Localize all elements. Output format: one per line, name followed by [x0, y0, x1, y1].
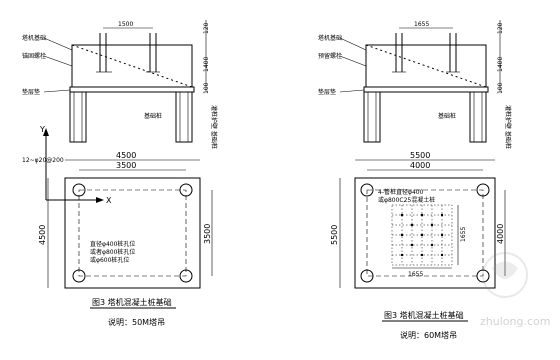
left-plan-outline [64, 177, 201, 289]
right-elev-label-right-note: 灌桩护壁 基础桩 [504, 105, 512, 149]
right-elev-top-dim: 1655 [414, 21, 429, 28]
right-elev-label-tower: 塔机基础 [318, 34, 342, 42]
right-plan-dim-outer-top: 5500 [410, 151, 430, 160]
right-pile-hole-tl [360, 183, 374, 197]
left-pile-right [175, 91, 193, 143]
right-caption: 说明：60M塔吊 [400, 330, 457, 340]
right-pile-left [363, 91, 381, 143]
left-elev-label-anchor: 锚固螺栓 [22, 52, 46, 60]
right-plan-dim-diag: 1655 [460, 227, 467, 242]
right-elev-label-cushion: 垫层垫 [318, 88, 336, 96]
right-plan-note-2: 或φ800C25混凝土桩 [378, 196, 435, 204]
watermark-logo: zhulong.com [480, 252, 550, 328]
right-plan-outline [354, 177, 496, 289]
right-plan-note-1: 4-管桩直径φ400 [378, 188, 424, 196]
right-plan-dim-outer-left: 5500 [330, 225, 339, 245]
left-plan-dim-outer-left: 4500 [38, 225, 47, 245]
watermark-text: zhulong.com [480, 315, 550, 328]
right-plan-bolt-grid [391, 204, 453, 266]
left-plan-dim-outer-top: 4500 [116, 151, 136, 160]
left-plan-note-1: 直径φ400桩孔位 [90, 240, 135, 248]
x-axis-arrow-icon [96, 197, 104, 203]
left-pile-left [69, 91, 87, 143]
right-plan-dim-bottom-inner: 1655 [408, 271, 423, 278]
right-plan-dim-inner-right: 4000 [496, 224, 505, 244]
left-elev-label-pile: 基础桩 [144, 112, 162, 120]
left-plan-note-2: 或者φ800桩孔位 [90, 248, 135, 256]
right-cushion-layer [363, 86, 489, 93]
left-elev-label-tower: 塔机基础 [22, 34, 46, 42]
right-elev-label-anchor: 预留螺栓 [318, 52, 342, 60]
left-elev-label-cushion: 垫层垫 [22, 88, 40, 96]
right-elevation-view: 1655 120 1400 100 塔机基础 预留螺栓 垫层垫 基础桩 灌桩护壁… [318, 20, 512, 149]
right-plan-view: 5500 4000 5500 4000 1655 1655 4-管桩直径φ400… [330, 151, 506, 340]
left-plan-note-3: 或φ600桩孔位 [90, 256, 129, 264]
right-plan-pile-centerlines [366, 189, 484, 277]
left-pile-cap-section [71, 44, 193, 88]
left-plan-dim-inner-top: 3500 [116, 161, 136, 170]
right-plan-title: 图3 塔机混凝土桩基础 [384, 310, 464, 320]
left-cushion-layer [69, 86, 195, 93]
left-elevation-view: 1500 120 1400 100 塔机基础 锚固螺栓 垫层垫 基础桩 灌桩护壁… [22, 20, 218, 149]
right-plan-dim-inner-top: 4000 [410, 161, 430, 170]
right-pile-right [469, 91, 487, 143]
left-plan-axis-x: X [106, 196, 112, 205]
right-elev-dim-r3: 100 [497, 82, 504, 94]
left-caption: 说明：50M塔吊 [108, 317, 165, 327]
left-plan-title: 图3 塔机混凝土桩基础 [92, 297, 172, 307]
left-elev-top-dim: 1500 [118, 21, 133, 28]
y-axis-arrow-icon [43, 128, 49, 136]
left-elev-dim-r1: 120 [203, 22, 210, 34]
left-cap-hatch [71, 44, 193, 88]
left-plan-view: 4500 3500 4500 3500 Y X 12~φ20@200 直径φ40… [22, 125, 213, 327]
left-elev-dim-r3: 100 [203, 82, 210, 94]
right-elev-dim-r1: 120 [497, 22, 504, 34]
left-plan-rebar-note: 12~φ20@200 [22, 157, 64, 164]
left-elev-dim-r2: 1400 [203, 57, 210, 72]
right-pile-cap-section [365, 44, 487, 88]
right-elev-label-pile: 基础桩 [438, 112, 456, 120]
right-elev-dim-r2: 1400 [497, 57, 504, 72]
left-plan-axis-y: Y [39, 125, 45, 134]
left-plan-dim-inner-right: 3500 [203, 224, 212, 244]
left-elev-label-right-note: 灌桩护壁 基础桩 [210, 105, 218, 149]
